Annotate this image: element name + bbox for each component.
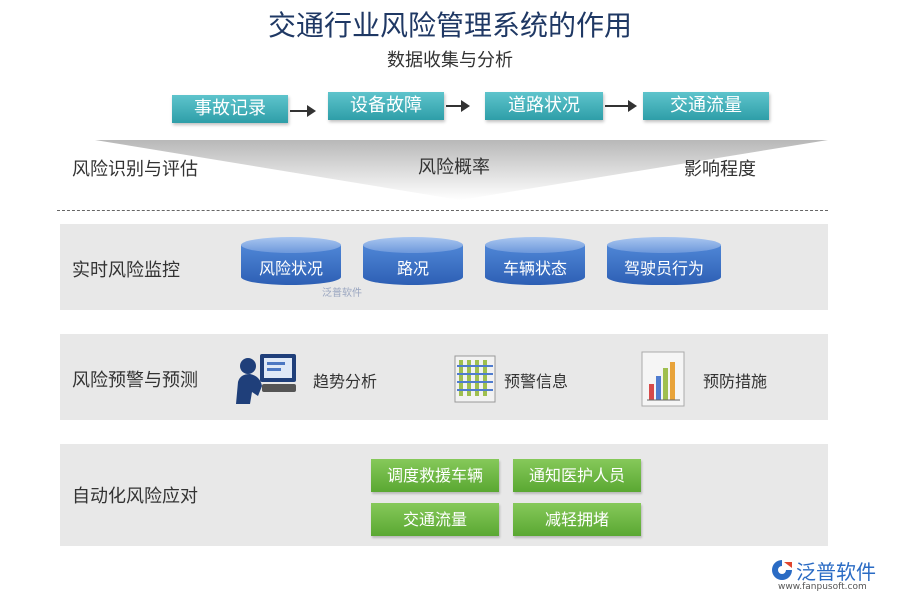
watermark: 泛普软件 bbox=[322, 288, 362, 299]
trend-analysis-label: 趋势分析 bbox=[313, 372, 378, 391]
subtitle: 数据收集与分析 bbox=[387, 50, 513, 71]
traffic-flow-button: 交通流量 bbox=[371, 503, 499, 536]
logo-icon bbox=[772, 560, 792, 580]
flow-box-road: 道路状况 bbox=[485, 92, 603, 120]
cylinder-label: 路况 bbox=[396, 259, 429, 278]
warning-info-label: 预警信息 bbox=[504, 372, 569, 391]
impact-level-label: 影响程度 bbox=[684, 159, 756, 180]
cylinder-risk-status: 风险状况 bbox=[241, 237, 341, 289]
notify-medical-button: 通知医护人员 bbox=[513, 459, 641, 492]
flow-box-accident: 事故记录 bbox=[172, 95, 288, 123]
risk-probability-label: 风险概率 bbox=[418, 157, 490, 178]
cylinder-label: 风险状况 bbox=[258, 259, 323, 278]
flow-arrow bbox=[290, 105, 316, 117]
page-title: 交通行业风险管理系统的作用 bbox=[267, 9, 632, 42]
cylinder-label: 车辆状态 bbox=[502, 259, 567, 278]
flow-box-traffic: 交通流量 bbox=[643, 92, 769, 120]
assessment-label: 风险识别与评估 bbox=[72, 159, 198, 180]
dispatch-rescue-button: 调度救援车辆 bbox=[371, 459, 499, 492]
data-grid-icon bbox=[454, 355, 496, 403]
cylinder-driver: 驾驶员行为 bbox=[607, 237, 721, 289]
flow-box-equipment: 设备故障 bbox=[328, 92, 444, 120]
flow-arrow bbox=[446, 100, 470, 112]
cylinder-vehicle: 车辆状态 bbox=[485, 237, 585, 289]
bar-chart-icon bbox=[641, 351, 685, 407]
response-label: 自动化风险应对 bbox=[72, 486, 198, 507]
computer-user-icon bbox=[236, 354, 296, 404]
divider-line bbox=[57, 210, 828, 211]
reduce-congestion-button: 减轻拥堵 bbox=[513, 503, 641, 536]
wedge-shape bbox=[95, 140, 828, 200]
warning-panel: 风险预警与预测 bbox=[60, 334, 828, 420]
warning-label: 风险预警与预测 bbox=[72, 370, 198, 391]
prevention-label: 预防措施 bbox=[703, 372, 768, 391]
logo-url: www.fanpusoft.com bbox=[778, 582, 867, 592]
cylinder-label: 驾驶员行为 bbox=[623, 259, 704, 278]
flow-arrow bbox=[605, 100, 637, 112]
cylinder-road: 路况 bbox=[363, 237, 463, 289]
logo-name: 泛普软件 bbox=[796, 560, 876, 584]
monitoring-label: 实时风险监控 bbox=[72, 260, 180, 281]
